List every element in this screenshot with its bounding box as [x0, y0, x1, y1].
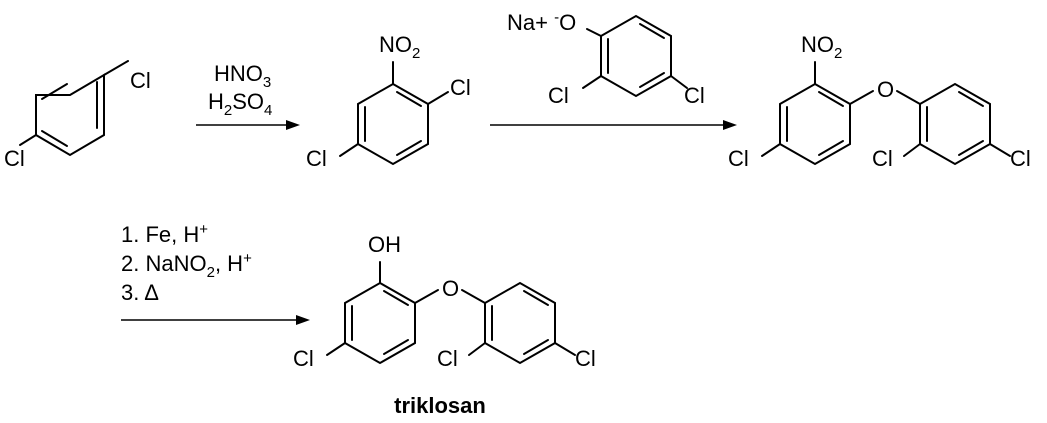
molecule-nitro-diaryl-ether: NO2 O Cl Cl Cl	[728, 32, 1031, 171]
chlorine-label: Cl	[548, 83, 569, 108]
reagent-text: HNO3	[214, 61, 271, 91]
chlorine-label: Cl	[4, 146, 25, 171]
reaction-arrow-reduction-diazotization: 1. Fe, H+ 2. NaNO2, H+ 3. Δ	[121, 221, 310, 325]
chlorine-label: Cl	[293, 346, 314, 371]
chlorine-label: Cl	[575, 346, 596, 371]
ether-oxygen-label: O	[877, 77, 894, 102]
chlorine-label: Cl	[306, 146, 327, 171]
reagent-text: 1. Fe, H+	[121, 221, 208, 247]
nitro-group-label: NO2	[801, 32, 842, 62]
chlorine-label: Cl	[437, 346, 458, 371]
chlorine-label: Cl	[450, 75, 471, 100]
chlorine-label: Cl	[872, 146, 893, 171]
molecule-dichlorobenzene: Cl Cl	[4, 60, 151, 171]
molecule-dichloronitrobenzene: NO2 Cl Cl	[306, 32, 471, 171]
reagent-text: 2. NaNO2, H+	[121, 250, 252, 281]
reaction-arrow-substitution	[490, 120, 737, 130]
chlorine-label: Cl	[684, 83, 705, 108]
chlorine-label: Cl	[130, 68, 151, 93]
sodium-phenoxide-label: Na+ -O	[507, 9, 576, 35]
reaction-arrow-nitration: HNO3 H2SO4	[196, 61, 300, 130]
chlorine-label: Cl	[728, 146, 749, 171]
molecule-triclosan: OH O Cl Cl Cl	[293, 232, 596, 371]
reagent-sodium-dichlorophenoxide: Na+ -O Cl Cl	[507, 9, 705, 108]
hydroxyl-label: OH	[368, 232, 401, 257]
nitro-group-label: NO2	[379, 32, 420, 62]
reagent-text: 3. Δ	[121, 280, 159, 305]
ether-oxygen-label: O	[442, 276, 459, 301]
reagent-text: H2SO4	[208, 89, 272, 119]
product-name: triklosan	[394, 393, 486, 418]
chlorine-label: Cl	[1010, 146, 1031, 171]
